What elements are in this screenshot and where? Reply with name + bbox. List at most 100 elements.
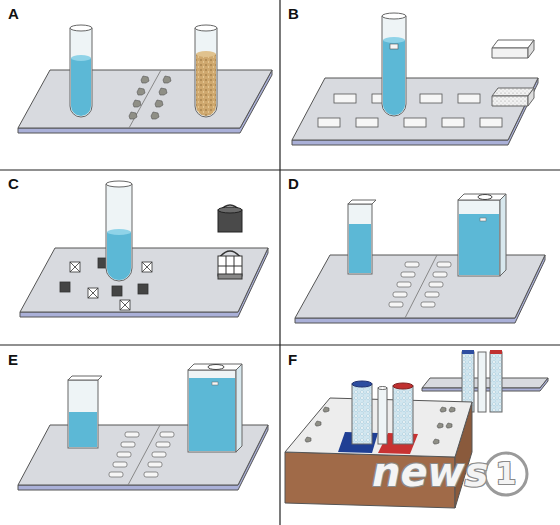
dark-bucket bbox=[218, 207, 242, 213]
watermark-circle bbox=[485, 453, 527, 495]
cage-cubes bbox=[142, 262, 152, 272]
cage-cubes bbox=[88, 288, 98, 298]
cuvette bbox=[372, 200, 376, 204]
panel-b-illustration bbox=[292, 78, 538, 140]
cage-cubes bbox=[88, 288, 98, 298]
panel-d-illustration bbox=[393, 292, 407, 297]
cuvette bbox=[348, 200, 376, 204]
tank bbox=[459, 214, 499, 275]
test-tube bbox=[71, 58, 91, 116]
panel-b-illustration bbox=[318, 118, 340, 127]
panel-e-illustration bbox=[152, 452, 166, 457]
panel-d-illustration bbox=[389, 302, 403, 307]
dark-bucket bbox=[218, 205, 242, 232]
test-tube bbox=[106, 184, 132, 281]
panel-c-illustration bbox=[20, 248, 268, 312]
panel-letter: F bbox=[288, 352, 297, 367]
textured-sample-block bbox=[528, 88, 534, 106]
inset-setup bbox=[490, 350, 502, 354]
panel-b-illustration bbox=[292, 78, 538, 145]
test-tube bbox=[106, 181, 132, 281]
panel-letter: A bbox=[8, 6, 19, 21]
tray bbox=[440, 407, 446, 412]
panel-d-illustration bbox=[405, 262, 419, 267]
test-tube bbox=[382, 13, 406, 19]
panel-grid bbox=[0, 169, 560, 170]
panel-d-illustration bbox=[421, 302, 435, 307]
textured-sample-block bbox=[492, 88, 534, 106]
sample-block bbox=[492, 48, 528, 58]
test-tube bbox=[383, 37, 405, 43]
open-tube bbox=[378, 387, 387, 390]
panel-b-illustration bbox=[318, 94, 518, 127]
panel-e-illustration bbox=[125, 432, 139, 437]
tank bbox=[478, 195, 492, 200]
tank bbox=[188, 364, 242, 452]
sample-block bbox=[528, 40, 534, 58]
cage-bucket bbox=[218, 256, 242, 276]
panel-e-illustration bbox=[121, 442, 135, 447]
panel-e-illustration bbox=[113, 462, 127, 467]
panel-e-illustration bbox=[109, 472, 123, 477]
cage-cubes bbox=[70, 262, 80, 272]
panel-b-illustration bbox=[356, 118, 378, 127]
panel-a-illustration bbox=[151, 112, 159, 119]
cage-cubes bbox=[138, 284, 148, 294]
panel-letter: D bbox=[288, 176, 299, 191]
panel-d-illustration bbox=[295, 255, 545, 323]
tank bbox=[500, 194, 506, 276]
test-tube bbox=[195, 25, 217, 31]
tank bbox=[236, 364, 242, 452]
panel-e-illustration bbox=[156, 442, 170, 447]
dark-bucket bbox=[219, 205, 241, 212]
test-tube bbox=[383, 40, 405, 115]
panel-e-illustration bbox=[109, 432, 174, 477]
panel-d-illustration bbox=[397, 282, 411, 287]
tray bbox=[449, 407, 455, 412]
panel-a-illustration bbox=[137, 88, 145, 95]
panel-b-illustration bbox=[442, 118, 464, 127]
blue-capped-tube bbox=[352, 384, 372, 444]
red-capped-tube bbox=[393, 383, 413, 389]
tray bbox=[323, 407, 329, 412]
cuvette bbox=[348, 204, 372, 274]
tray bbox=[315, 421, 321, 426]
test-tube bbox=[70, 25, 92, 117]
watermark-circle bbox=[485, 453, 527, 495]
blue-capped-tube bbox=[352, 381, 372, 387]
cuvette bbox=[68, 376, 102, 380]
tank bbox=[458, 200, 500, 276]
cage-cubes bbox=[120, 300, 130, 310]
panel-b-illustration bbox=[480, 118, 502, 127]
tank bbox=[480, 218, 486, 221]
panel-letter: B bbox=[288, 6, 299, 21]
panel-a-illustration bbox=[141, 76, 149, 83]
panel-a-illustration bbox=[129, 70, 161, 128]
textured-sample-block bbox=[492, 96, 528, 106]
panel-c-illustration bbox=[20, 181, 268, 317]
test-tube bbox=[195, 25, 217, 117]
cage-cubes bbox=[112, 286, 122, 296]
panel-d-illustration bbox=[389, 262, 451, 307]
panel-e-illustration bbox=[160, 432, 174, 437]
test-tube bbox=[382, 13, 406, 116]
panel-d-illustration bbox=[429, 282, 443, 287]
tray bbox=[305, 437, 311, 442]
test-tube bbox=[70, 25, 92, 31]
panel-a-illustration bbox=[155, 100, 163, 107]
tray bbox=[437, 423, 443, 428]
sample-block bbox=[492, 40, 534, 58]
panel-c-illustration bbox=[20, 248, 268, 317]
panel-letter: E bbox=[8, 352, 18, 367]
cage-bucket bbox=[218, 274, 242, 279]
tank bbox=[458, 194, 506, 200]
tank bbox=[188, 370, 236, 452]
cage-cubes bbox=[70, 262, 80, 272]
cuvette bbox=[68, 380, 98, 448]
test-tube bbox=[196, 54, 216, 116]
tank bbox=[212, 382, 218, 385]
panel-b-illustration bbox=[420, 94, 442, 103]
inset-setup bbox=[462, 350, 474, 354]
